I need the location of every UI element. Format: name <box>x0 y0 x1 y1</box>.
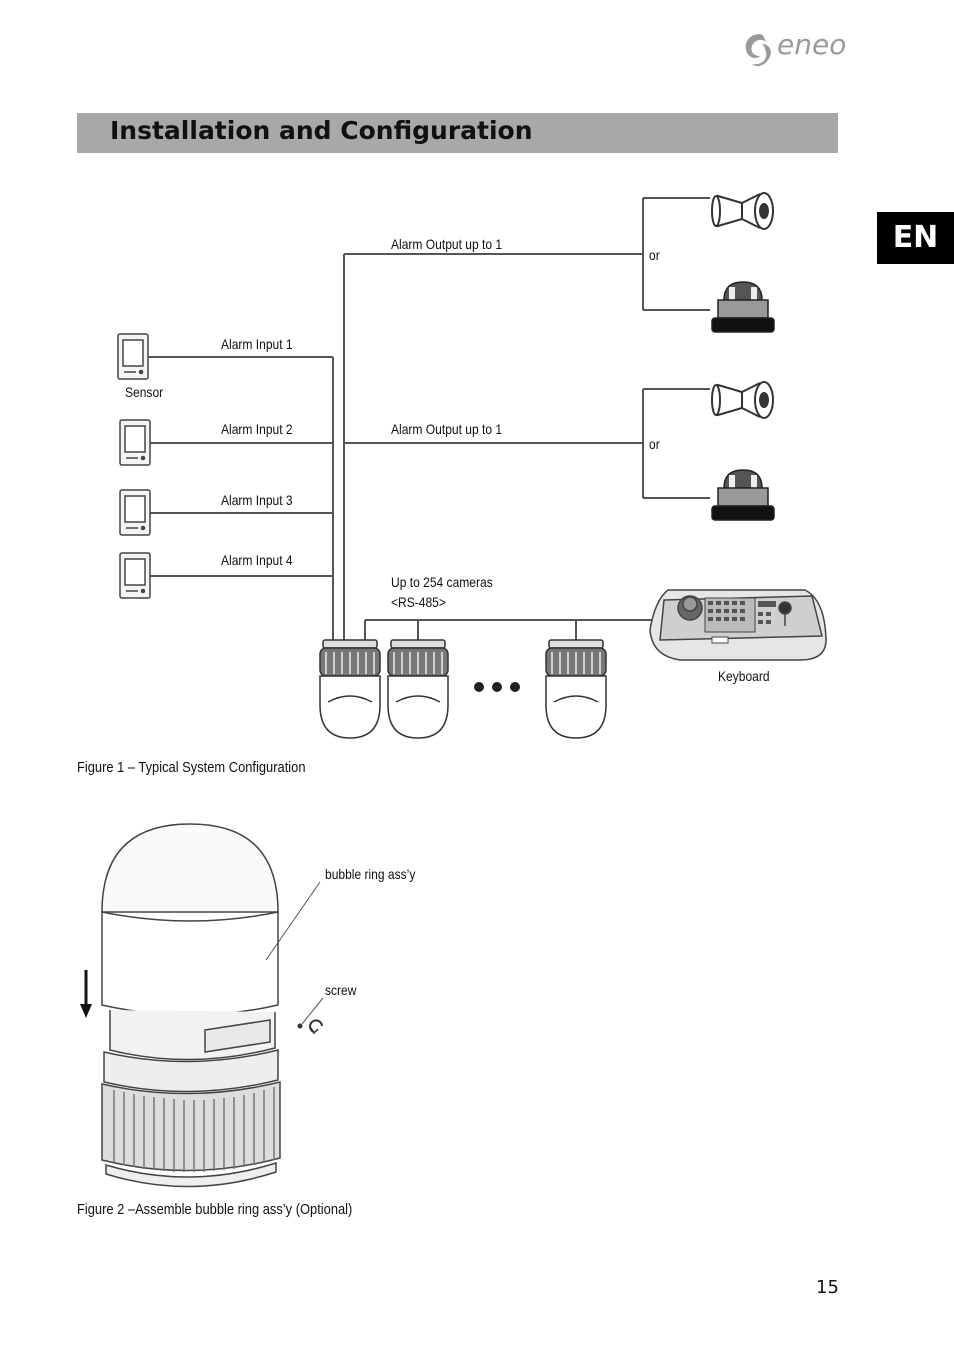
alarm-output-label: Alarm Output up to 1 <box>391 236 503 252</box>
sensor-icon <box>117 333 149 380</box>
dome-camera-icon <box>545 639 607 739</box>
brand-logo-text: eneo <box>777 28 847 61</box>
ellipsis-dots <box>474 682 520 692</box>
dome-camera-icon <box>319 639 381 739</box>
bubble-ring-label: bubble ring ass’y <box>325 866 416 882</box>
warning-light-icon <box>711 469 775 521</box>
cameras-label: Up to 254 cameras <box>391 574 493 590</box>
rs485-label: <RS-485> <box>391 594 446 610</box>
sensor-icon <box>119 552 151 599</box>
sensor-label: Sensor <box>125 384 164 400</box>
figure-caption: Figure 2 –Assemble bubble ring ass’y (Op… <box>77 1201 353 1218</box>
screw-icon <box>297 1023 303 1029</box>
keyboard-label: Keyboard <box>718 668 770 684</box>
rotate-icon <box>309 1019 323 1035</box>
figure-caption: Figure 1 – Typical System Configuration <box>77 759 306 776</box>
page-title: Installation and Configuration <box>110 116 533 145</box>
sensor-icon <box>119 419 151 466</box>
sensor-icon <box>119 489 151 536</box>
warning-light-icon <box>711 281 775 333</box>
down-arrow-icon <box>80 970 92 1018</box>
alarm-input-label: Alarm Input 4 <box>221 552 293 568</box>
section-header: Installation and Configuration <box>77 113 838 153</box>
page-number: 15 <box>816 1277 839 1298</box>
alarm-output-label: Alarm Output up to 1 <box>391 421 503 437</box>
keyboard-controller-icon <box>649 589 827 661</box>
screw-label: screw <box>325 982 357 998</box>
dome-camera-icon <box>387 639 449 739</box>
bubble-ring-assembly-diagram <box>80 823 324 1188</box>
brand-logo <box>740 30 850 70</box>
horn-speaker-icon <box>711 381 774 419</box>
alarm-input-label: Alarm Input 2 <box>221 421 293 437</box>
or-label: or <box>649 247 660 263</box>
alarm-input-label: Alarm Input 3 <box>221 492 293 508</box>
horn-speaker-icon <box>711 192 774 230</box>
alarm-input-label: Alarm Input 1 <box>221 336 293 352</box>
system-configuration-diagram <box>117 192 827 739</box>
or-label: or <box>649 436 660 452</box>
language-tab: EN <box>877 212 954 264</box>
eneo-swirl-icon <box>745 34 771 67</box>
